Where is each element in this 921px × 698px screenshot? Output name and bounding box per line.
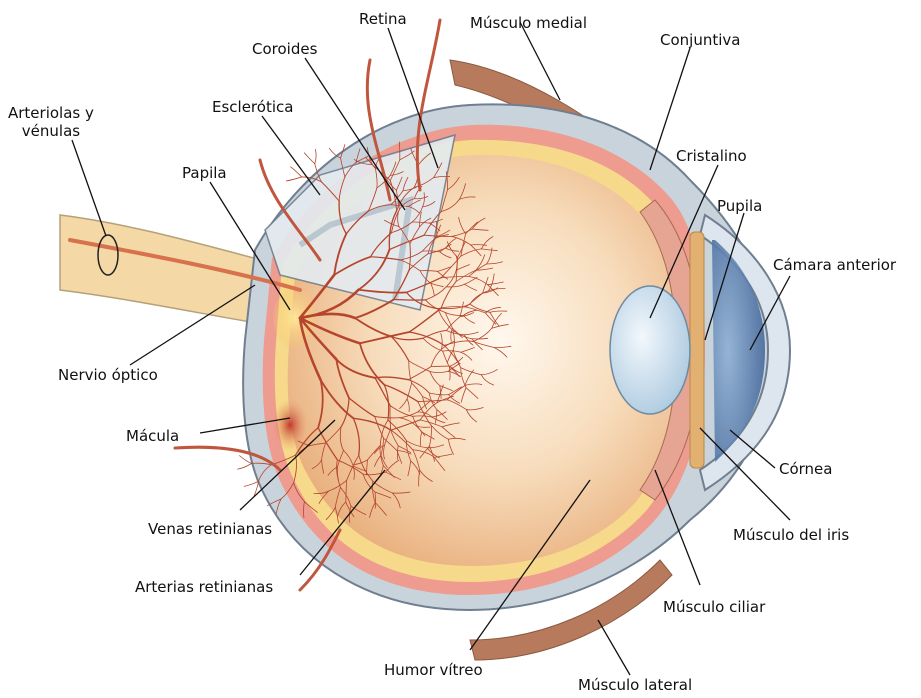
label-arteriolas: Arteriolas y vénulas: [8, 104, 94, 140]
label-camara-anterior: Cámara anterior: [773, 256, 896, 274]
vessel-segment: [315, 149, 316, 163]
label-musculo-iris: Músculo del iris: [733, 526, 849, 544]
lens-shape: [610, 286, 690, 414]
label-conjuntiva: Conjuntiva: [660, 31, 740, 49]
label-retina: Retina: [359, 10, 407, 28]
label-musculo-lateral: Músculo lateral: [578, 676, 692, 694]
label-musculo-ciliar: Músculo ciliar: [663, 598, 765, 616]
label-coroides: Coroides: [252, 40, 317, 58]
label-pupila: Pupila: [717, 197, 762, 215]
vessel-segment: [244, 481, 258, 486]
papilla-disc: [273, 288, 317, 348]
label-esclerotica: Esclerótica: [212, 98, 293, 116]
vessel-segment: [238, 463, 252, 469]
vessel-segment: [394, 300, 426, 301]
iris: [690, 232, 704, 468]
label-papila: Papila: [182, 164, 227, 182]
label-macula: Mácula: [126, 427, 179, 445]
label-musculo-medial: Músculo medial: [470, 14, 587, 32]
label-cristalino: Cristalino: [676, 147, 747, 165]
vessel-segment: [286, 177, 301, 181]
label-nervio-optico: Nervio óptico: [58, 366, 158, 384]
label-venas-retinianas: Venas retinianas: [148, 520, 272, 538]
label-arterias-retinianas: Arterias retinianas: [135, 578, 273, 596]
label-cornea: Córnea: [779, 460, 832, 478]
vessel-segment: [304, 153, 314, 164]
label-humor-vitreo: Humor vítreo: [384, 661, 483, 679]
